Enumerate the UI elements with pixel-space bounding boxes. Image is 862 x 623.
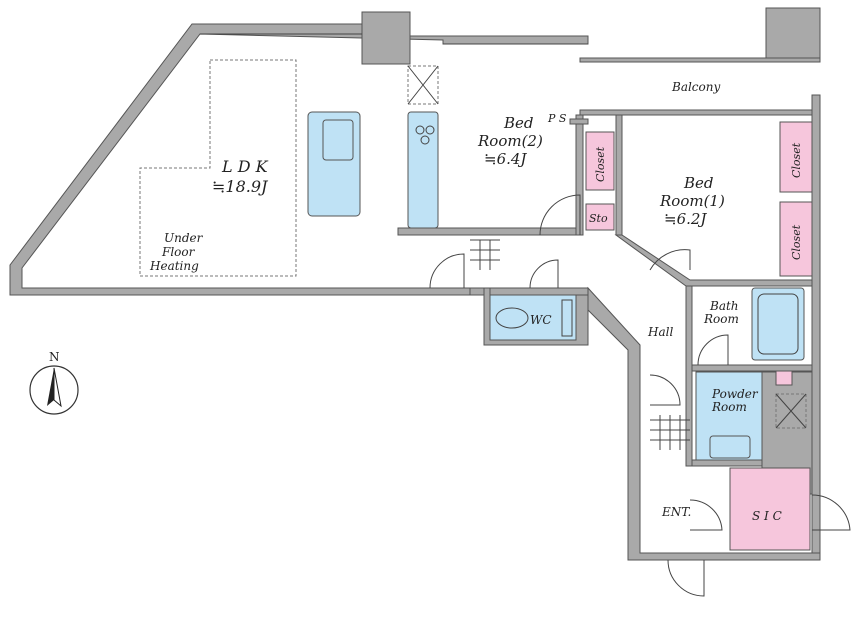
sic-label: S I C — [752, 509, 782, 523]
door-swings — [429, 194, 851, 597]
kitchen-sink — [322, 119, 354, 161]
hall-label: Hall — [647, 325, 673, 339]
fridge-cross-icon — [407, 65, 439, 105]
under-floor-line3: Heating — [149, 259, 199, 273]
sic-room — [729, 467, 811, 551]
fridge-space — [407, 65, 439, 105]
washer-space — [775, 393, 807, 429]
sto-label: Sto — [589, 212, 608, 225]
stove-icon — [415, 125, 435, 145]
bed1-closet-upper-label: Closet — [790, 142, 803, 178]
entrance-label: ENT. — [661, 505, 691, 519]
under-floor-line1: Under — [164, 231, 204, 245]
toilet-icon — [495, 307, 529, 329]
bed2-closet — [585, 131, 615, 191]
small-cabinet — [775, 370, 793, 386]
bed1-size: ≒6.2J — [664, 210, 707, 228]
powder-line1: Powder — [711, 387, 759, 401]
washbasin — [709, 435, 751, 459]
bathtub — [751, 287, 805, 361]
compass-north-label: N — [49, 350, 60, 364]
bath-line2: Room — [703, 312, 739, 326]
bed1-closet-lower-label: Closet — [790, 224, 803, 260]
entrance-tiles — [470, 239, 690, 450]
wc-label: WC — [530, 313, 552, 327]
bed1-closet-upper — [779, 121, 813, 193]
storage — [585, 203, 615, 231]
ldk-size: ≒18.9J — [212, 177, 269, 196]
outer-walls — [9, 7, 821, 561]
bed1-line1: Bed — [683, 174, 714, 192]
bed1-closet-lower — [779, 201, 813, 277]
ps-label: P S — [547, 112, 567, 125]
balcony-label: Balcony — [671, 80, 720, 94]
bed2-line2: Room(2) — [477, 132, 543, 150]
kitchen-counter — [407, 111, 439, 229]
bed2-line1: Bed — [503, 114, 534, 132]
under-floor-heating-area — [139, 59, 297, 277]
powder-line2: Room — [711, 400, 747, 414]
washer-cross-icon — [775, 393, 807, 429]
north-compass-icon: N — [29, 350, 79, 415]
bed2-size: ≒6.4J — [484, 150, 527, 168]
under-floor-line2: Floor — [161, 245, 196, 259]
bed2-closet-label: Closet — [594, 146, 607, 182]
bed1-line2: Room(1) — [659, 192, 725, 210]
bath-line1: Bath — [709, 299, 739, 313]
ldk-name: L D K — [221, 157, 269, 176]
